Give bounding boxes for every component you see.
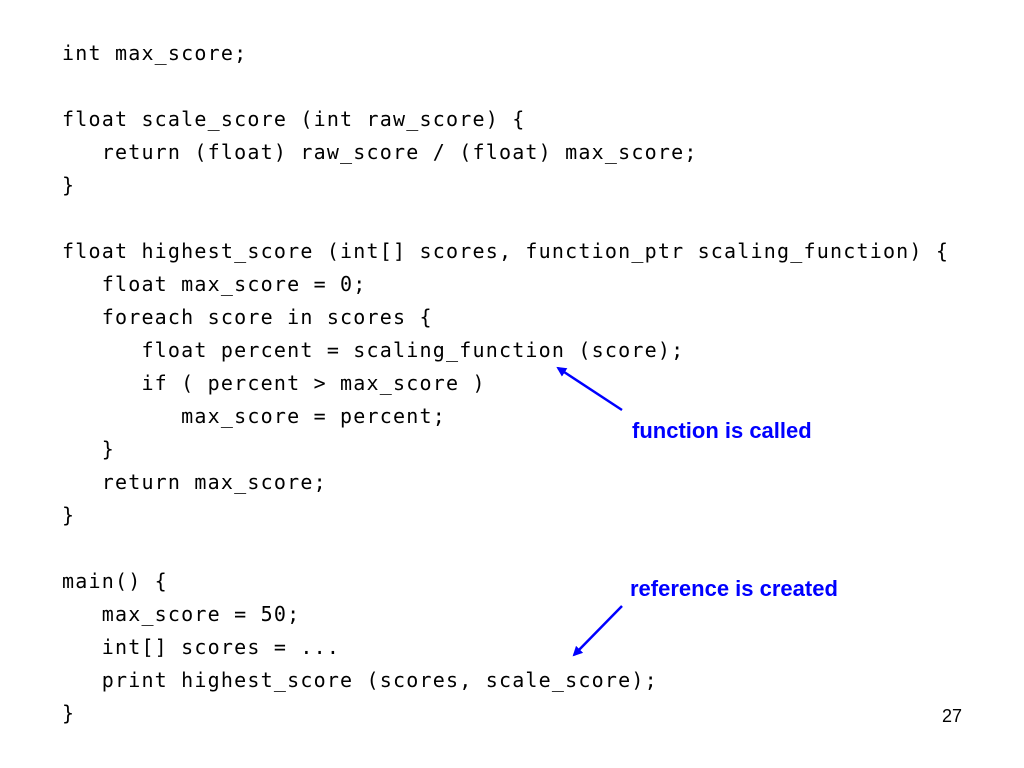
code-line: if ( percent > max_score ) xyxy=(62,371,486,395)
code-line: max_score = 50; xyxy=(62,602,301,626)
code-line: } xyxy=(62,701,76,725)
code-line: int[] scores = ... xyxy=(62,635,341,659)
page-number: 27 xyxy=(941,706,962,726)
code-line: print highest_score (scores, scale_score… xyxy=(62,668,658,692)
annotation-function-called: function is called xyxy=(632,418,812,443)
code-line: float highest_score (int[] scores, funct… xyxy=(62,239,950,263)
code-line: int max_score; xyxy=(62,41,248,65)
code-listing: int max_score; float scale_score (int ra… xyxy=(62,37,949,730)
code-line: foreach score in scores { xyxy=(62,305,433,329)
code-line xyxy=(62,70,949,103)
annotation-reference-created: reference is created xyxy=(630,576,838,601)
code-line: } xyxy=(62,437,115,461)
code-line xyxy=(62,202,949,235)
code-line: main() { xyxy=(62,569,168,593)
code-line: max_score = percent; xyxy=(62,404,446,428)
code-line: } xyxy=(62,503,76,527)
code-line: return max_score; xyxy=(62,470,327,494)
code-line: return (float) raw_score / (float) max_s… xyxy=(62,140,698,164)
code-line: } xyxy=(62,173,76,197)
code-line xyxy=(62,532,949,565)
code-line: float scale_score (int raw_score) { xyxy=(62,107,526,131)
code-line: float max_score = 0; xyxy=(62,272,367,296)
code-line: float percent = scaling_function (score)… xyxy=(62,338,685,362)
